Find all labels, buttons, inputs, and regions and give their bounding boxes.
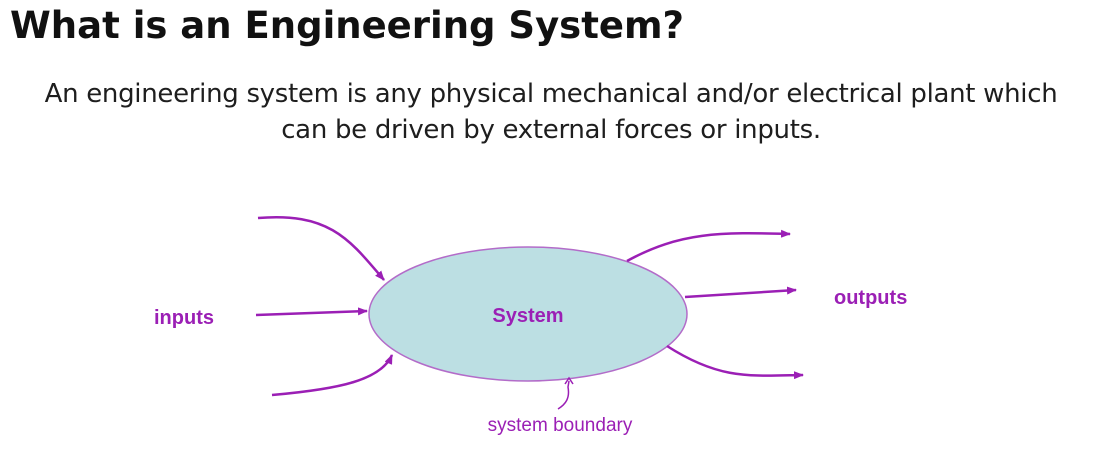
output-arrow-middle xyxy=(684,286,797,299)
definition-line-1: An engineering system is any physical me… xyxy=(44,79,1058,109)
system-boundary-label: system boundary xyxy=(488,415,633,436)
system-ellipse xyxy=(368,246,688,382)
definition-text: An engineering system is any physical me… xyxy=(0,76,1102,148)
inputs-label: inputs xyxy=(154,307,214,329)
input-arrow-middle xyxy=(255,307,368,317)
boundary-pointer xyxy=(557,380,570,410)
output-arrow-top xyxy=(626,229,791,263)
definition-line-2: can be driven by external forces or inpu… xyxy=(281,115,821,145)
boundary-pointer-head xyxy=(564,376,574,385)
outputs-label: outputs xyxy=(834,287,907,309)
output-arrow-bottom xyxy=(666,344,804,380)
system-label: System xyxy=(492,305,563,327)
page-title: What is an Engineering System? xyxy=(10,4,685,47)
input-arrow-top xyxy=(257,215,385,281)
input-arrow-bottom xyxy=(271,354,394,397)
